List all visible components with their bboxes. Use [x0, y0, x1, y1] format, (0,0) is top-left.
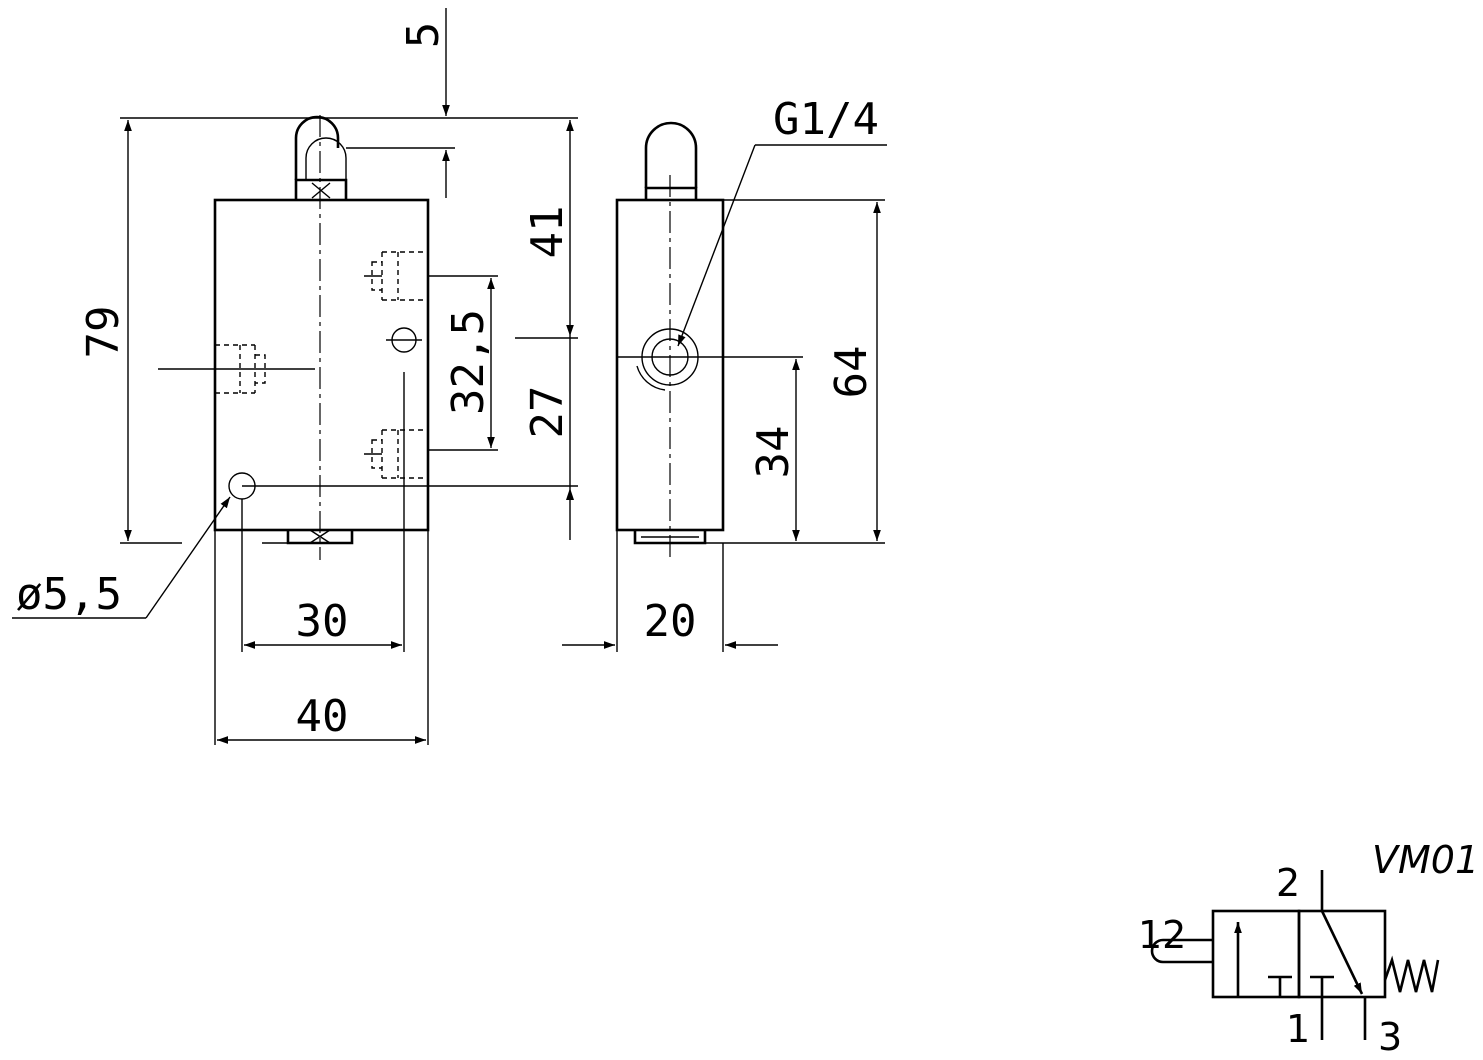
dim-thread-label: G1/4 [773, 94, 879, 145]
left-closed-port [1268, 975, 1292, 997]
symbol-box-right [1297, 909, 1387, 999]
dim-64-label: 64 [826, 346, 877, 399]
dim-5-label: 5 [398, 22, 449, 49]
valve-symbol: VM01 12 2 1 3 [1138, 838, 1479, 1059]
plunger-actuator [1150, 938, 1213, 964]
dim-30-label: 30 [296, 596, 349, 647]
dim-32-5-label: 32,5 [443, 309, 494, 415]
front-body-outline [213, 198, 430, 532]
plunger-cross [311, 182, 331, 199]
side-port-hidden [158, 344, 315, 394]
plunger-head [294, 115, 340, 180]
port-1-label: 1 [1286, 1007, 1310, 1051]
port-2-label: 2 [1276, 861, 1300, 905]
spring-return [1383, 955, 1440, 993]
dim-79-label: 79 [78, 306, 129, 359]
side-plunger-base [644, 186, 698, 200]
side-plunger-head [644, 121, 698, 188]
plunger-base [294, 178, 348, 200]
dim-27-label: 27 [522, 386, 573, 439]
dim-body-width: 40 [214, 530, 429, 745]
plunger-roller [305, 137, 347, 180]
dim-hole-label: ø5,5 [16, 569, 122, 620]
dim-vertical-right: 41 27 [515, 120, 578, 540]
dim-overall-height: 79 [78, 117, 578, 544]
dim-20-label: 20 [644, 596, 697, 647]
symbol-box-left [1211, 909, 1301, 999]
right-flow-arrow [1320, 910, 1364, 995]
port-12-label: 12 [1138, 913, 1186, 957]
upper-port-hidden [364, 251, 428, 301]
dim-hole-diameter: ø5,5 [12, 496, 231, 620]
dim-41-label: 41 [522, 206, 573, 259]
dim-port-height: 34 [748, 359, 800, 541]
dim-thread: G1/4 [677, 94, 887, 347]
dim-body-depth: 20 [562, 530, 778, 652]
thread-arc [636, 365, 666, 391]
bottom-cross [309, 529, 331, 544]
side-view [615, 121, 885, 560]
model-label: VM01 [1372, 838, 1479, 882]
dim-port-spacing: 32,5 [428, 275, 498, 451]
dim-body-height: 64 [826, 202, 881, 541]
dim-hole-spacing: 30 [241, 499, 405, 652]
right-closed-port [1310, 975, 1334, 997]
dim-top-offset: 5 [346, 8, 455, 198]
bottom-boss [286, 530, 354, 545]
port-3-label: 3 [1378, 1015, 1402, 1059]
dim-34-label: 34 [748, 426, 799, 479]
lower-port-hidden [364, 429, 428, 479]
dim-40-label: 40 [296, 691, 349, 742]
